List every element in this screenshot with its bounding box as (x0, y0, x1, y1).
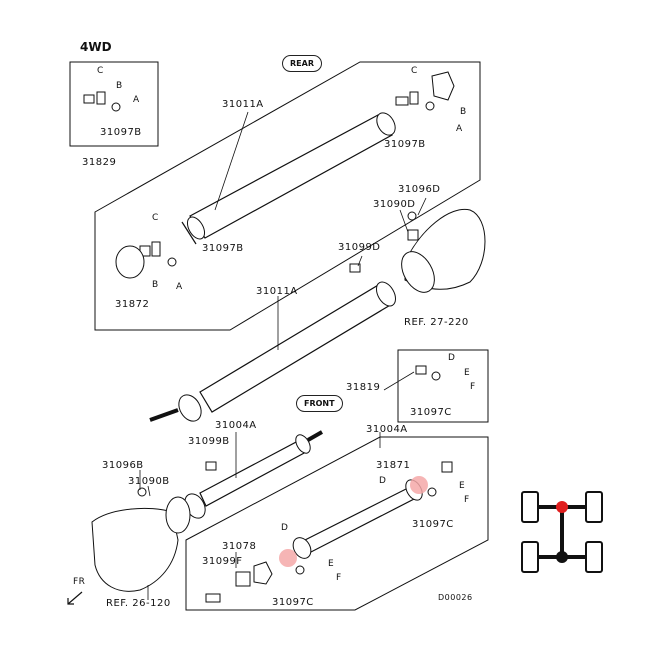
callout-d: D (281, 523, 289, 533)
part-label-31099f: 31099F (202, 556, 243, 567)
universal-joints (83, 71, 455, 603)
part-label-31004a: 31004A (366, 424, 408, 435)
callout-e: E (328, 559, 335, 569)
forward-arrow-icon (67, 591, 83, 605)
part-label-31872: 31872 (115, 299, 150, 310)
rear-differential-housing (401, 208, 486, 293)
forward-label: FR (73, 577, 86, 587)
callout-d: D (448, 353, 456, 363)
part-label-31097b: 31097B (100, 127, 142, 138)
callout-b: B (460, 107, 467, 117)
part-label-31090d: 31090D (373, 199, 416, 210)
part-label-31090b: 31090B (128, 476, 170, 487)
callout-b: B (116, 81, 123, 91)
callout-f: F (336, 573, 342, 583)
callout-b: B (152, 280, 159, 290)
diagram-code: D00026 (438, 593, 473, 602)
part-label-31096d: 31096D (398, 184, 441, 195)
part-label-31097c: 31097C (410, 407, 452, 418)
rear-badge: REAR (282, 55, 322, 72)
rear-propeller-shaft-lower (149, 281, 396, 422)
transfer-case-housing (91, 496, 191, 592)
part-label-31097b: 31097B (202, 243, 244, 254)
callout-f: F (464, 495, 470, 505)
rear-shaft-panel (94, 61, 481, 331)
highlight-markers (279, 476, 428, 567)
callout-a: A (176, 282, 183, 292)
part-label-31011a: 31011A (222, 99, 264, 110)
leader-lines (139, 111, 427, 600)
inset-box-31829 (69, 61, 159, 147)
part-label-31871: 31871 (376, 460, 411, 471)
part-label-31011a: 31011A (256, 286, 298, 297)
callout-c: C (411, 66, 418, 76)
callout-d: D (379, 476, 387, 486)
part-label-31078: 31078 (222, 541, 257, 552)
callout-c: C (152, 213, 159, 223)
callout-e: E (464, 368, 471, 378)
reference-26-120: REF. 26-120 (106, 598, 171, 609)
part-label-31099d: 31099D (338, 242, 381, 253)
front-propeller-shaft-right (292, 479, 423, 559)
reference-27-220: REF. 27-220 (404, 317, 469, 328)
inset-box-31819 (397, 349, 489, 423)
callout-c: C (97, 66, 104, 76)
variant-title: 4WD (80, 40, 112, 54)
part-label-31829: 31829 (82, 157, 117, 168)
drivetrain-4wd-icon (521, 491, 603, 573)
callout-a: A (456, 124, 463, 134)
part-label-31096b: 31096B (102, 460, 144, 471)
callout-a: A (133, 95, 140, 105)
rear-propeller-shaft-upper (181, 112, 396, 245)
callout-f: F (470, 382, 476, 392)
part-label-31099b: 31099B (188, 436, 230, 447)
part-label-31097c: 31097C (412, 519, 454, 530)
part-label-31004a: 31004A (215, 420, 257, 431)
front-badge: FRONT (296, 395, 343, 412)
part-label-31097c: 31097C (272, 597, 314, 608)
part-label-31097b: 31097B (384, 139, 426, 150)
callout-e: E (459, 481, 466, 491)
part-label-31819: 31819 (346, 382, 381, 393)
